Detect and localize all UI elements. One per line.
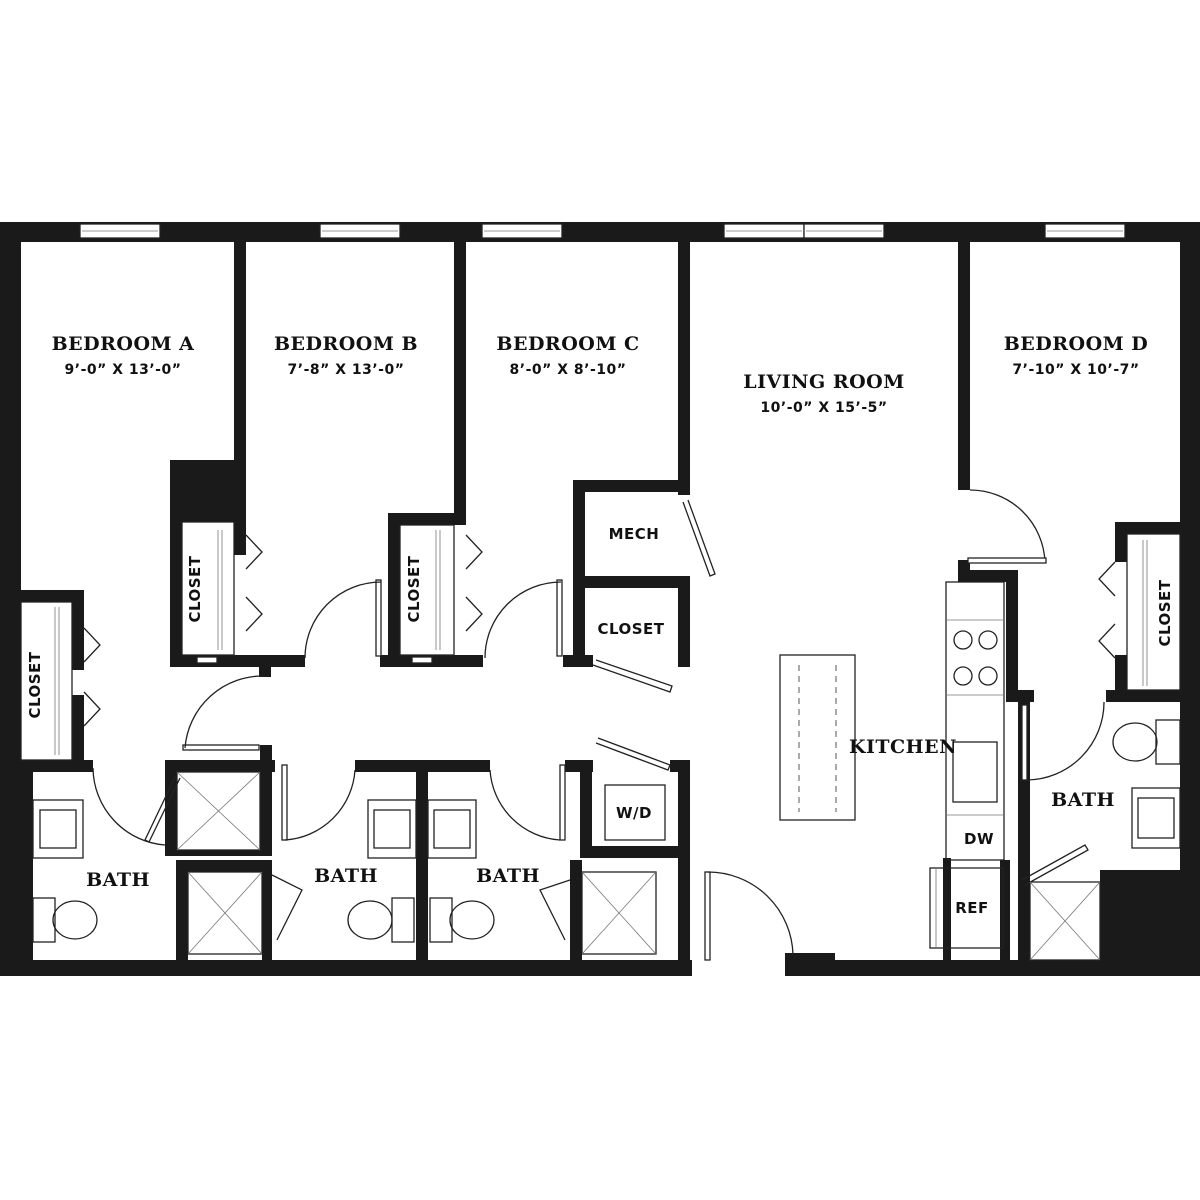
kitchen-fixtures bbox=[779, 581, 1005, 949]
sink-icon bbox=[32, 799, 84, 859]
kitchen-counter bbox=[945, 581, 1005, 861]
closet-c-label: CLOSET bbox=[597, 620, 664, 638]
doors bbox=[92, 489, 1105, 961]
living-room-dims: 10’-0” X 15’-5” bbox=[760, 400, 887, 416]
dishwasher-label: DW bbox=[964, 830, 994, 848]
window-bedroom-c bbox=[481, 223, 563, 239]
closet-a-label: CLOSET bbox=[186, 555, 204, 622]
toilet-icon bbox=[32, 897, 56, 943]
shower-icon bbox=[581, 871, 657, 955]
toilet-icon bbox=[391, 897, 415, 943]
kitchen-label: KITCHEN bbox=[849, 736, 957, 758]
bedroom-d-label: BEDROOM D bbox=[1004, 333, 1149, 355]
bath-3-label: BATH bbox=[476, 865, 540, 887]
shower-icon bbox=[176, 771, 261, 851]
shower-icon bbox=[187, 871, 263, 955]
interior-walls bbox=[21, 240, 1180, 976]
cooktop-icon bbox=[953, 630, 998, 686]
bedroom-a-label: BEDROOM A bbox=[52, 333, 195, 355]
closet-details bbox=[20, 521, 1181, 761]
window-living-1 bbox=[723, 223, 805, 239]
bedroom-a-dims: 9’-0” X 13’-0” bbox=[65, 362, 182, 378]
refrigerator-label: REF bbox=[955, 899, 989, 917]
bath-4-label: BATH bbox=[1051, 789, 1115, 811]
window-living-2 bbox=[803, 223, 885, 239]
exterior-walls bbox=[0, 222, 1200, 976]
window-bedroom-d bbox=[1044, 223, 1126, 239]
mech-label: MECH bbox=[609, 525, 660, 543]
fixture-labels: MECH CLOSET W/D DW REF CLOSET CLOSET CLO… bbox=[26, 525, 1174, 917]
living-room-label: LIVING ROOM bbox=[743, 371, 905, 393]
refrigerator-icon bbox=[929, 867, 1004, 949]
sink-icon bbox=[427, 799, 477, 859]
window-bedroom-b bbox=[319, 223, 401, 239]
kitchen-island bbox=[779, 654, 856, 821]
bath-1-label: BATH bbox=[86, 869, 150, 891]
closet-left-label: CLOSET bbox=[26, 651, 44, 718]
bath-2-label: BATH bbox=[314, 865, 378, 887]
toilet-icon bbox=[429, 897, 453, 943]
windows bbox=[79, 223, 1126, 239]
washer-dryer-icon bbox=[604, 784, 666, 841]
bedroom-b-label: BEDROOM B bbox=[274, 333, 418, 355]
bedroom-d-dims: 7’-10” X 10’-7” bbox=[1012, 362, 1139, 378]
wd-label: W/D bbox=[616, 804, 652, 822]
closet-b-label: CLOSET bbox=[405, 555, 423, 622]
sink-icon bbox=[367, 799, 417, 859]
kitchen-sink-icon bbox=[952, 741, 998, 803]
sink-icon bbox=[1131, 787, 1181, 849]
bedroom-c-label: BEDROOM C bbox=[496, 333, 639, 355]
bedroom-b-dims: 7’-8” X 13’-0” bbox=[288, 362, 405, 378]
bath-fixtures bbox=[32, 719, 1181, 961]
toilet-icon bbox=[1155, 719, 1181, 765]
room-labels: BEDROOM A 9’-0” X 13’-0” BEDROOM B 7’-8”… bbox=[52, 333, 1149, 891]
bedroom-c-dims: 8’-0” X 8’-10” bbox=[510, 362, 627, 378]
window-bedroom-a bbox=[79, 223, 161, 239]
closet-d-label: CLOSET bbox=[1156, 579, 1174, 646]
shower-icon bbox=[1029, 881, 1101, 961]
